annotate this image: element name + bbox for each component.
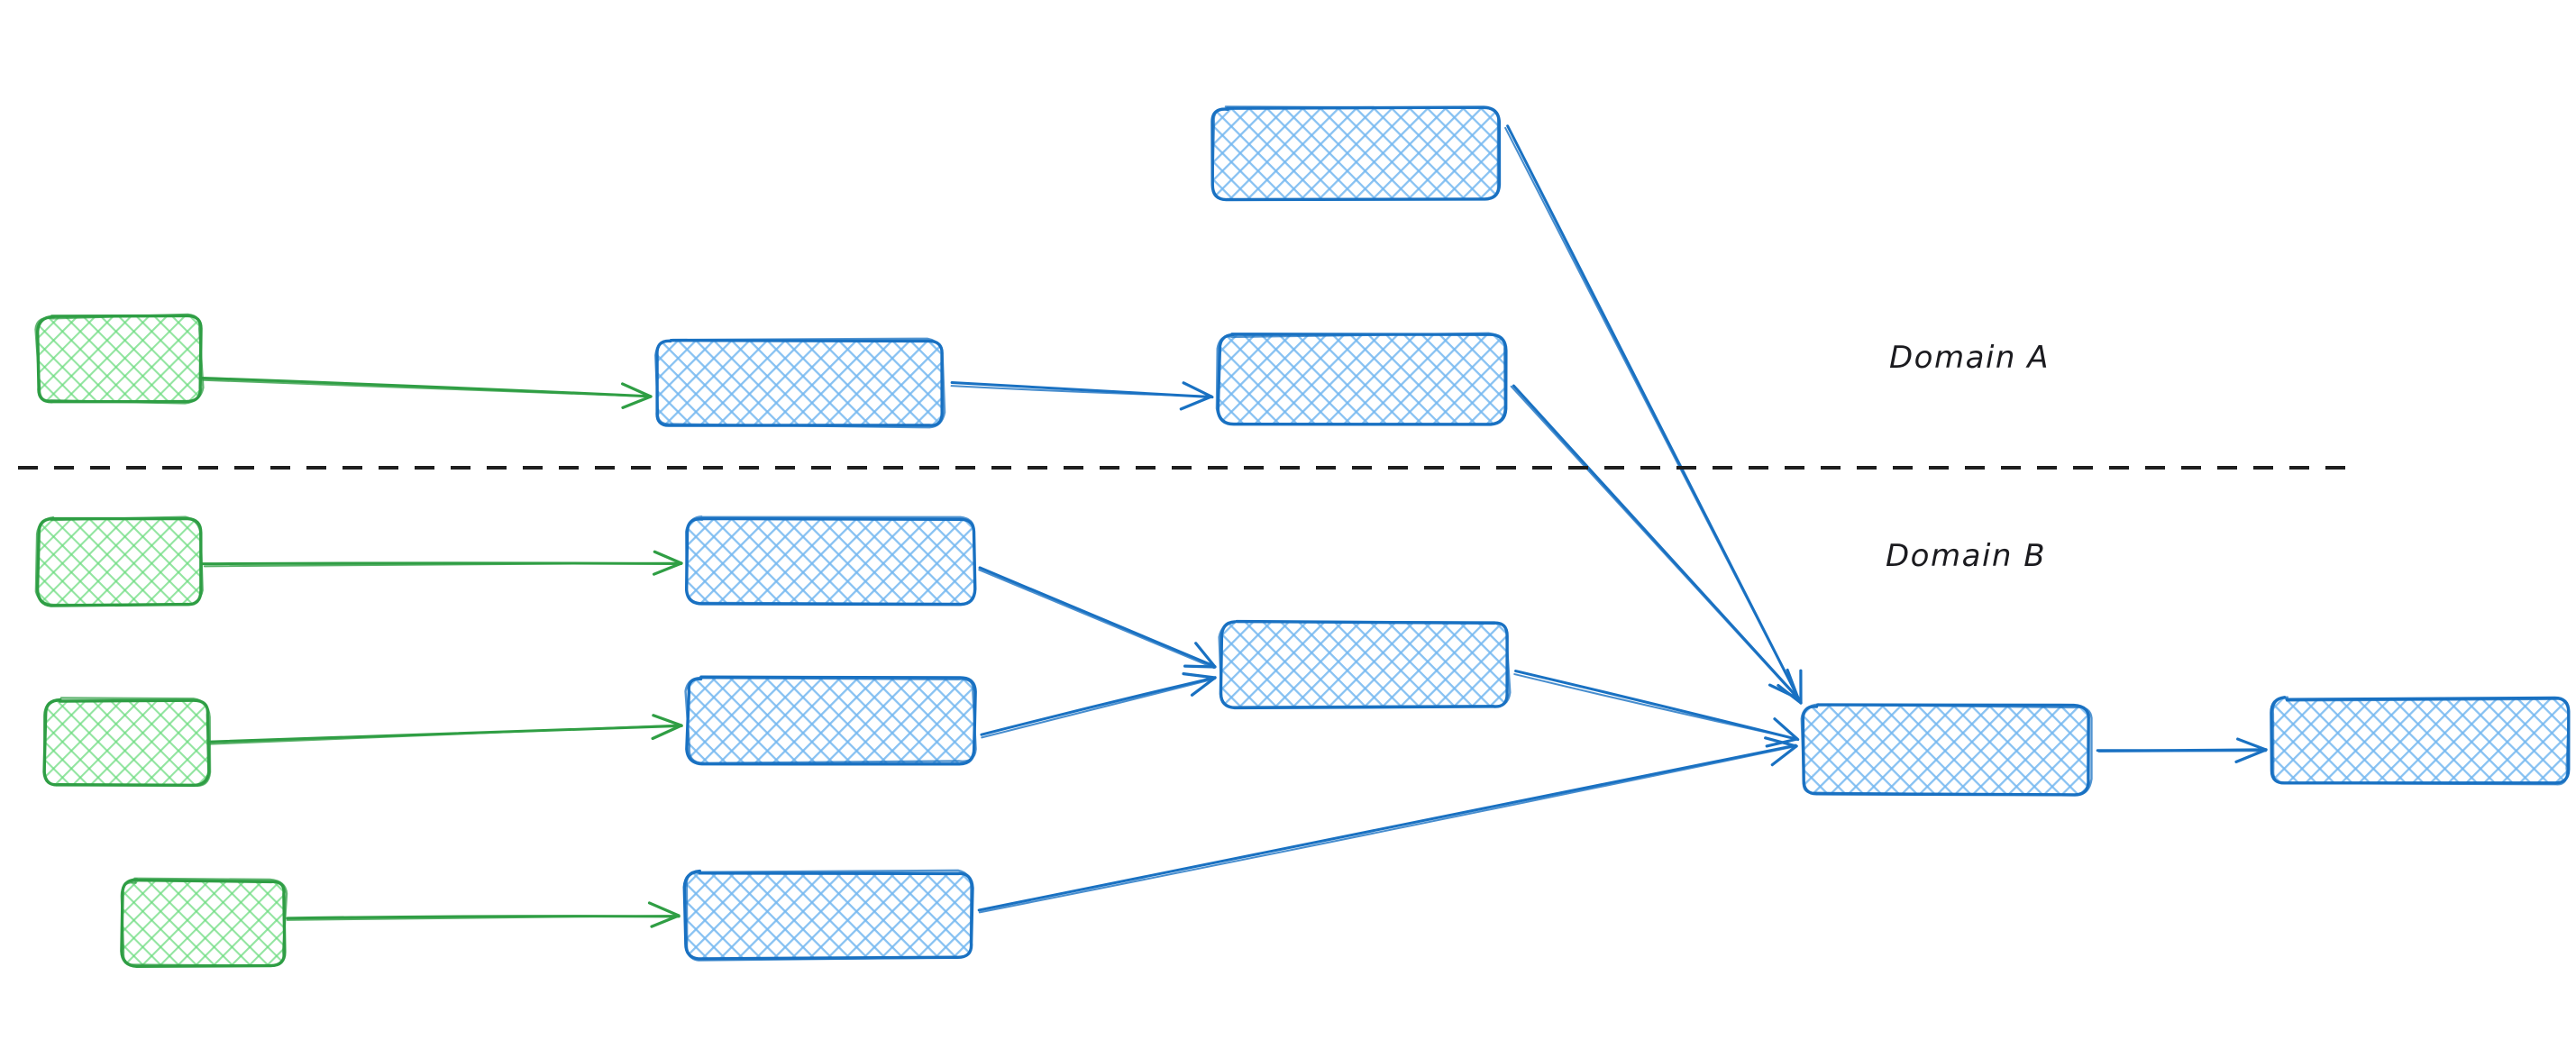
- node-b-blue-2[interactable]: [684, 675, 977, 766]
- node-outline: [685, 515, 976, 606]
- node-fill: [45, 700, 208, 786]
- node-b-blue-3[interactable]: [682, 869, 974, 962]
- edge-e-b-hub1-to-hub2: [1513, 670, 1800, 748]
- node-fill: [688, 678, 974, 763]
- edge-shaft: [1513, 673, 1798, 741]
- edge-shaft: [2097, 750, 2267, 753]
- node-a-green-1[interactable]: [34, 313, 205, 405]
- node-a-blue-2[interactable]: [1215, 332, 1508, 426]
- edge-shaft: [981, 678, 1216, 739]
- edge-shaft: [1510, 385, 1799, 700]
- edge-shaft: [980, 676, 1217, 736]
- edge-arrowhead: [1182, 672, 1217, 680]
- node-b-hub-1[interactable]: [1218, 619, 1512, 710]
- node-outline: [1211, 105, 1500, 201]
- edge-e-b-hub2-to-last: [2096, 737, 2268, 764]
- edge-arrowhead: [1773, 717, 1799, 741]
- edge-e-a-green1-to-a-blue1: [200, 376, 653, 409]
- node-fill: [1803, 706, 2089, 794]
- edge-arrowhead: [650, 914, 681, 928]
- node-b-green-1[interactable]: [34, 515, 204, 607]
- edge-shaft: [978, 569, 1215, 670]
- edge-shaft: [208, 724, 682, 745]
- edge-shaft: [1504, 126, 1802, 705]
- edge-arrowhead: [1768, 683, 1800, 700]
- node-b-green-2[interactable]: [42, 697, 212, 788]
- node-b-green-3[interactable]: [120, 877, 288, 969]
- node-fill: [685, 872, 972, 958]
- node-fill: [38, 519, 201, 605]
- node-outline: [34, 515, 204, 607]
- node-b-hub-2[interactable]: [1800, 703, 2093, 797]
- edge-shaft: [203, 561, 683, 568]
- edge-arrowhead: [2234, 748, 2268, 764]
- edge-arrowhead: [2236, 737, 2268, 752]
- node-outline: [2271, 696, 2571, 786]
- node-fill: [1219, 335, 1505, 424]
- node-outline: [1215, 332, 1506, 425]
- edge-arrowhead: [652, 714, 683, 727]
- node-a-top-blue[interactable]: [1210, 105, 1502, 202]
- edge-shaft: [978, 566, 1217, 668]
- edge-arrowhead: [1182, 381, 1213, 398]
- node-outline: [685, 869, 973, 962]
- node-outline: [1800, 703, 2093, 797]
- node-outline: [685, 675, 977, 766]
- edge-arrowhead: [1190, 676, 1217, 697]
- edge-shaft: [950, 385, 1213, 397]
- edge-shaft: [202, 379, 653, 398]
- node-outline: [684, 676, 977, 765]
- node-outline: [34, 313, 205, 405]
- edge-arrowhead: [1194, 642, 1217, 669]
- node-fill: [688, 518, 974, 604]
- edge-arrowhead: [621, 382, 653, 398]
- edge-e-b-green3-to-bblue3: [286, 901, 681, 928]
- edge-e-b-green1-to-bblue1: [201, 550, 683, 576]
- node-b-blue-last[interactable]: [2270, 696, 2571, 786]
- node-outline: [42, 697, 212, 787]
- edge-shaft: [286, 914, 681, 921]
- edge-arrowhead: [653, 550, 683, 565]
- node-outline: [120, 877, 288, 967]
- edge-e-b-green2-to-bblue2: [208, 714, 683, 745]
- edge-shaft: [978, 744, 1798, 914]
- node-fill: [656, 341, 943, 426]
- edge-e-b-blue2-to-hub1: [980, 672, 1217, 739]
- edge-arrowhead: [1770, 744, 1798, 767]
- edge-e-a-top-to-hub2: [1504, 124, 1803, 705]
- edge-arrowhead: [1183, 664, 1217, 669]
- edge-e-b-blue1-to-hub1: [978, 566, 1217, 670]
- edge-e-a-blue1-to-a-blue2: [950, 381, 1214, 411]
- domain-b-label: Domain B: [1886, 538, 2047, 574]
- edge-arrowhead: [647, 901, 681, 917]
- edge-arrowhead: [1764, 736, 1798, 748]
- node-fill: [122, 880, 285, 966]
- node-fill: [1221, 622, 1508, 707]
- edge-e-a-blue2-to-hub2: [1510, 384, 1801, 701]
- node-fill: [2271, 698, 2569, 784]
- node-a-blue-1[interactable]: [654, 337, 946, 429]
- node-fill: [1212, 108, 1499, 199]
- edge-arrowhead: [1786, 668, 1800, 700]
- node-fill: [38, 316, 201, 402]
- edge-e-b-blue3-to-hub2: [977, 736, 1798, 914]
- edge-arrowhead: [652, 561, 683, 576]
- edge-arrowhead: [621, 395, 653, 409]
- edge-shaft: [977, 743, 1797, 912]
- nodes-group: [34, 105, 2571, 969]
- edges-group: [200, 124, 2268, 928]
- domain-a-label: Domain A: [1889, 340, 2050, 376]
- edge-arrowhead: [651, 724, 683, 741]
- node-outline: [1218, 620, 1512, 708]
- node-b-blue-1[interactable]: [684, 515, 977, 607]
- node-outline: [654, 337, 946, 429]
- edge-arrowhead: [1179, 395, 1213, 411]
